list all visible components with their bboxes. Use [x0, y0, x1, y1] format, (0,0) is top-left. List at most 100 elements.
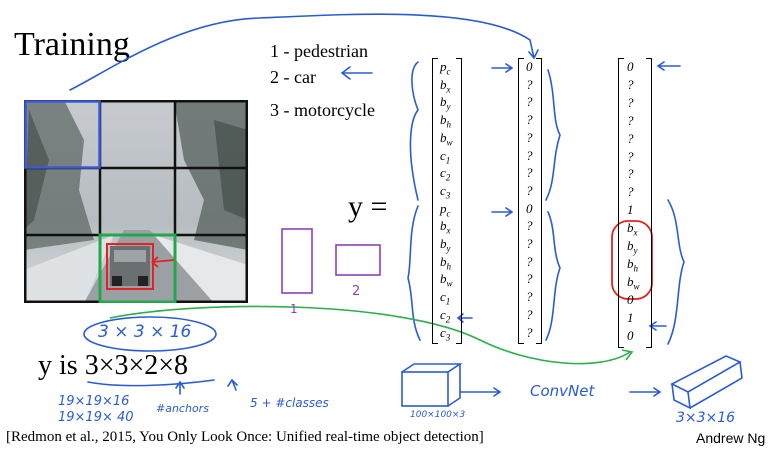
right-value-3: ?: [627, 112, 634, 129]
right-value-8-text: 1: [627, 202, 634, 218]
middle-value-1: ?: [526, 76, 533, 93]
middle-value-2: ?: [526, 93, 533, 110]
right-value-11-subscript: h: [633, 263, 639, 274]
vector-label-7-text: c: [440, 182, 446, 198]
vector-label-13: c1: [440, 288, 450, 307]
vector-label-11-text: b: [440, 253, 447, 269]
vector-label-3-text: b: [440, 112, 447, 128]
right-value-0: 0: [627, 58, 634, 75]
middle-value-13: ?: [526, 288, 533, 305]
middle-value-5: ?: [526, 147, 533, 164]
vector-label-15: c3: [440, 324, 451, 343]
right-value-7: ?: [627, 183, 634, 200]
vector-label-9: bx: [440, 217, 451, 236]
vector-label-12: bw: [440, 270, 453, 289]
bbox-values-oval: [611, 220, 653, 300]
vector-label-5-subscript: 1: [445, 155, 451, 166]
brace-left-top: [409, 61, 419, 201]
right-value-6: ?: [627, 165, 634, 182]
arrow-classes: [227, 378, 238, 391]
arrow-to-car: [340, 66, 373, 80]
vector-label-3: bh: [440, 111, 451, 130]
brace-right-right: [667, 199, 685, 345]
right-value-15: 0: [627, 327, 634, 344]
vector-label-10: by: [440, 235, 451, 254]
right-value-9-text: b: [627, 220, 634, 236]
green-link-curve: [109, 305, 634, 365]
output-shape-note: 3 × 3 × 16: [98, 322, 192, 342]
highlight-cell-green: [98, 233, 177, 303]
right-value-11-text: b: [627, 255, 634, 271]
arrow-pc1: [491, 63, 514, 73]
vector-label-12-text: b: [440, 271, 447, 287]
right-value-10: by: [627, 237, 638, 256]
right-value-9-subscript: x: [633, 227, 638, 238]
middle-value-8-text: 0: [526, 200, 533, 216]
middle-value-1-text: ?: [526, 76, 533, 92]
vector-label-2-subscript: y: [446, 101, 451, 112]
middle-value-6: ?: [526, 164, 533, 181]
right-value-12-subscript: w: [633, 281, 640, 292]
anchors-note: #anchors: [156, 402, 209, 415]
vector-label-5: c1: [440, 147, 451, 166]
vector-label-14-text: c: [440, 306, 446, 322]
vector-label-4-text: b: [440, 129, 447, 145]
highlight-cell-blue: [24, 100, 101, 169]
y-equals-label: y =: [348, 190, 388, 223]
right-value-5-text: ?: [627, 148, 634, 164]
middle-value-0: 0: [526, 58, 533, 75]
right-value-3-text: ?: [627, 112, 634, 128]
right-value-14: 1: [627, 309, 634, 326]
middle-value-11: ?: [526, 253, 533, 270]
middle-value-8: 0: [526, 200, 533, 217]
right-value-1: ?: [627, 76, 634, 93]
right-value-13-text: 0: [627, 291, 634, 307]
right-value-15-text: 0: [627, 327, 634, 343]
citation: [Redmon et al., 2015, You Only Look Once…: [6, 429, 484, 445]
vector-label-6-text: c: [440, 165, 446, 181]
arrow-from-convnet: [629, 387, 662, 397]
class-pedestrian: 1 - pedestrian: [270, 41, 368, 61]
middle-value-10-text: ?: [526, 236, 533, 251]
right-value-1-text: ?: [627, 76, 634, 92]
vector-label-1-subscript: x: [446, 84, 451, 95]
middle-value-6-text: ?: [526, 165, 533, 181]
vector-label-7: c3: [440, 182, 451, 201]
anchor-box-2: [335, 244, 381, 276]
class-car: 2 - car: [270, 67, 316, 87]
alt-dims-2: 19×19× 40: [58, 410, 134, 425]
author-name: Andrew Ng: [696, 430, 766, 446]
anchor-box-1: [281, 228, 313, 294]
right-value-0-text: 0: [627, 59, 634, 74]
vector-label-1: bx: [440, 76, 451, 95]
convnet-note: ConvNet: [530, 382, 595, 400]
vector-label-2: by: [440, 93, 451, 112]
middle-value-11-text: ?: [526, 253, 533, 269]
vector-label-11: bh: [440, 253, 451, 272]
vector-label-14: c2: [440, 306, 450, 325]
vector-label-0: pc: [440, 58, 451, 77]
vector-label-2-text: b: [440, 94, 447, 110]
vector-label-4-subscript: w: [446, 137, 453, 148]
output-shape-circle: [83, 316, 217, 352]
brace-mid-right: [545, 211, 561, 341]
middle-value-14-text: ?: [526, 306, 533, 322]
vector-label-7-subscript: 3: [445, 190, 451, 201]
right-value-12: bw: [627, 273, 640, 292]
vector-label-15-text: c: [440, 324, 446, 340]
vector-label-10-text: b: [440, 236, 447, 251]
output-block-note: 3×3×16: [676, 410, 736, 426]
y-dims: 3×3×2×8: [84, 350, 189, 381]
right-value-4-text: ?: [627, 130, 634, 146]
vector-label-15-subscript: 3: [445, 332, 451, 343]
right-value-4: ?: [627, 130, 634, 147]
vector-label-0-text: p: [440, 59, 447, 74]
y-is-prefix: y is: [38, 350, 85, 381]
middle-value-4-text: ?: [526, 129, 533, 145]
middle-value-14: ?: [526, 306, 533, 323]
middle-value-2-text: ?: [526, 94, 533, 110]
vector-label-9-subscript: x: [446, 225, 451, 236]
output-volume-block: [670, 355, 743, 410]
